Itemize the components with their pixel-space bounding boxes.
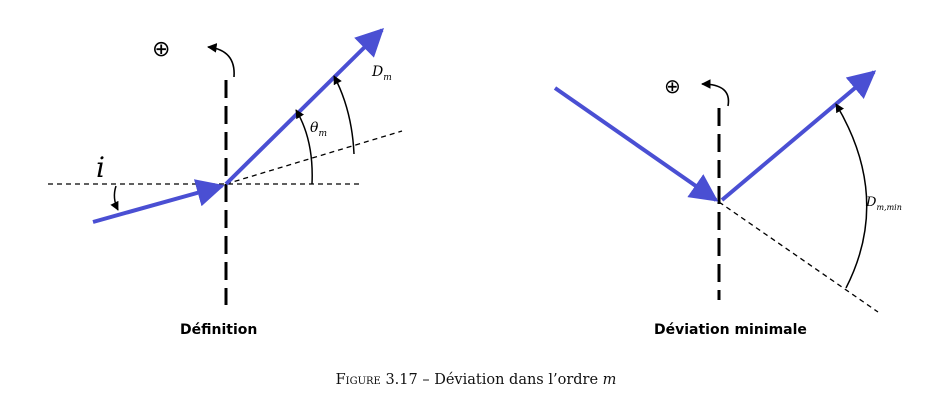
rotation-sense-arrow xyxy=(207,43,235,78)
incident-ray xyxy=(92,179,225,224)
theta-angle-arc xyxy=(295,109,313,185)
incident-ray-right xyxy=(553,86,719,202)
theta-label: θm xyxy=(310,120,327,139)
deviation-subscript-left: m xyxy=(383,73,392,83)
order-direction-line xyxy=(225,130,403,185)
deviation-angle-arc xyxy=(333,75,355,155)
panel-title-definition: Définition xyxy=(180,322,257,338)
incidence-label: i xyxy=(96,151,105,184)
deviation-symbol-left: D xyxy=(371,64,383,80)
rotation-sense-arrow-right xyxy=(701,79,730,107)
minimum-deviation-arc xyxy=(835,103,868,289)
deviation-label-right: Dm,min xyxy=(865,195,902,212)
figure-caption: Figure 3.17 – Déviation dans l’ordre m xyxy=(0,372,952,388)
incident-continuation-line xyxy=(718,201,879,313)
diffracted-ray-right xyxy=(720,70,877,202)
theta-symbol: θ xyxy=(310,120,319,136)
caption-text: Déviation dans l’ordre xyxy=(434,372,599,388)
panel-minimum-deviation: ⊕ Dm,min Déviation minimale xyxy=(553,70,902,338)
panel-definition: ⊕ i θm Dm Définition xyxy=(48,28,403,338)
deviation-symbol-right: D xyxy=(865,195,877,210)
incidence-angle-arc xyxy=(110,185,119,211)
caption-figure-word: Figure xyxy=(335,372,381,388)
caption-number: 3.17 xyxy=(385,372,418,388)
theta-subscript: m xyxy=(318,129,327,139)
diffracted-ray xyxy=(224,28,384,186)
caption-dash: – xyxy=(422,372,430,388)
diffraction-deviation-diagram: ⊕ i θm Dm Définition ⊕ Dm,min Déviation … xyxy=(48,28,902,338)
deviation-label-left: Dm xyxy=(371,64,392,83)
caption-variable: m xyxy=(602,372,617,388)
plus-sign-right: ⊕ xyxy=(664,74,681,98)
deviation-subscript-right: m,min xyxy=(876,203,901,212)
panel-title-minimum-deviation: Déviation minimale xyxy=(654,322,807,338)
plus-sign-left: ⊕ xyxy=(152,37,170,62)
